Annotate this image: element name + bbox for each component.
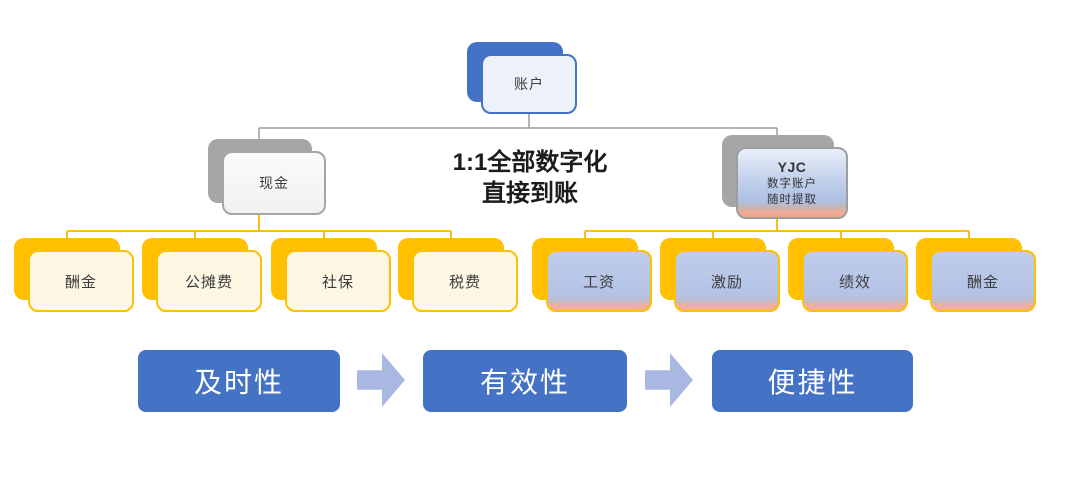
node-yjc-subtitle1: 数字账户 (767, 178, 817, 190)
yjc-tree-connector (584, 219, 970, 240)
step-convenience: 便捷性 (712, 350, 913, 412)
node-label: 酬金 (966, 273, 999, 291)
step-effectiveness-label: 有效性 (479, 367, 570, 398)
annotation-text: 1:1全部数字化 直接到账 (390, 147, 670, 209)
node-yjc-child-salary: 工资 (532, 238, 652, 312)
card: 公摊费 (156, 250, 262, 312)
node-yjc-child-remuneration: 酬金 (916, 238, 1036, 312)
node-label: 酬金 (64, 273, 97, 291)
card: 工资 (546, 250, 652, 312)
node-cash-child-remuneration: 酬金 (14, 238, 134, 312)
node-cash-child-shared-fees: 公摊费 (142, 238, 262, 312)
node-cash-card: 现金 (222, 151, 326, 215)
node-yjc: YJC 数字账户 随时提取 (722, 135, 848, 219)
node-cash-label: 现金 (259, 175, 289, 191)
card: 绩效 (802, 250, 908, 312)
annotation-line1: 1:1全部数字化 (452, 149, 608, 176)
cash-tree-connector (66, 215, 452, 240)
step-effectiveness: 有效性 (423, 350, 627, 412)
step-convenience-label: 便捷性 (767, 367, 858, 398)
node-label: 激励 (710, 273, 743, 291)
node-account-label: 账户 (514, 76, 544, 92)
step-timeliness: 及时性 (138, 350, 340, 412)
node-yjc-card: YJC 数字账户 随时提取 (736, 147, 848, 219)
node-account-card: 账户 (481, 54, 577, 114)
node-cash: 现金 (208, 139, 326, 215)
node-yjc-title: YJC (777, 159, 807, 175)
node-label: 税费 (448, 273, 481, 291)
node-label: 公摊费 (184, 273, 233, 291)
card: 激励 (674, 250, 780, 312)
root-tree-connector (258, 114, 778, 141)
card: 税费 (412, 250, 518, 312)
node-yjc-child-incentive: 激励 (660, 238, 780, 312)
node-cash-child-taxes: 税费 (398, 238, 518, 312)
card: 酬金 (28, 250, 134, 312)
node-label: 社保 (321, 273, 354, 291)
node-label: 工资 (582, 273, 615, 291)
annotation-line2: 直接到账 (482, 180, 578, 207)
node-cash-child-social-security: 社保 (271, 238, 391, 312)
node-account: 账户 (467, 42, 577, 114)
flow-arrow-icon (357, 353, 405, 407)
flow-arrow-icon (645, 353, 693, 407)
node-yjc-child-performance: 绩效 (788, 238, 908, 312)
node-yjc-subtitle2: 随时提取 (767, 194, 817, 206)
node-label: 绩效 (838, 273, 871, 291)
card: 社保 (285, 250, 391, 312)
step-timeliness-label: 及时性 (193, 367, 284, 398)
card: 酬金 (930, 250, 1036, 312)
